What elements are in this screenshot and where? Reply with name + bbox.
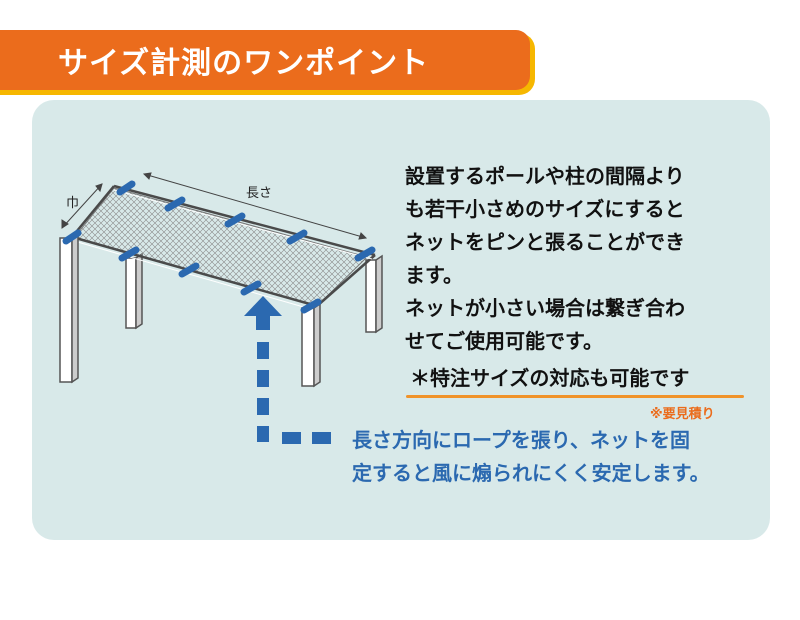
length-label: 長さ <box>246 186 273 201</box>
estimate-note: ※要見積り <box>650 407 715 422</box>
description-text: 設置するポールや柱の間隔より も若干小さめのサイズにすると ネットをピンと張るこ… <box>405 160 750 358</box>
back-right-post <box>365 254 383 334</box>
pointer-arrow <box>244 296 331 444</box>
width-label: 巾 <box>66 196 80 211</box>
tip-line: 長さ方向にロープを張り、ネットを固 <box>352 428 690 452</box>
net-diagram <box>59 172 383 444</box>
description-line: ます。 <box>405 263 463 287</box>
tip-line: 定すると風に煽られにくく安定します。 <box>352 461 710 485</box>
front-right-post <box>301 302 321 388</box>
description-line: せてご使用可能です。 <box>405 329 603 353</box>
width-dimension-arrow <box>61 183 103 229</box>
frame-top <box>71 184 376 308</box>
special-size-note: ＊特注サイズの対応も可能です <box>410 366 690 390</box>
length-dimension-arrow <box>142 172 368 240</box>
description-line: ネットをピンと張ることができ <box>405 230 685 254</box>
description-line: ネットが小さい場合は繋ぎ合わ <box>405 296 685 320</box>
special-underline <box>406 395 744 398</box>
net-mesh <box>73 187 368 307</box>
header-title: サイズ計測のワンポイント <box>58 46 430 81</box>
front-left-post <box>59 232 79 384</box>
rope-ties <box>62 180 376 314</box>
description-line: も若干小さめのサイズにすると <box>405 197 685 221</box>
back-left-post <box>125 252 143 330</box>
header-banner: サイズ計測のワンポイント <box>0 30 530 90</box>
description-line: 設置するポールや柱の間隔より <box>405 164 685 188</box>
rope-tip-text: 長さ方向にロープを張り、ネットを固 定すると風に煽られにくく安定します。 <box>352 424 752 490</box>
info-panel: 巾 長さ 設置するポールや柱の間隔より も若干小さめのサイズにすると ネットをピ… <box>32 100 770 540</box>
